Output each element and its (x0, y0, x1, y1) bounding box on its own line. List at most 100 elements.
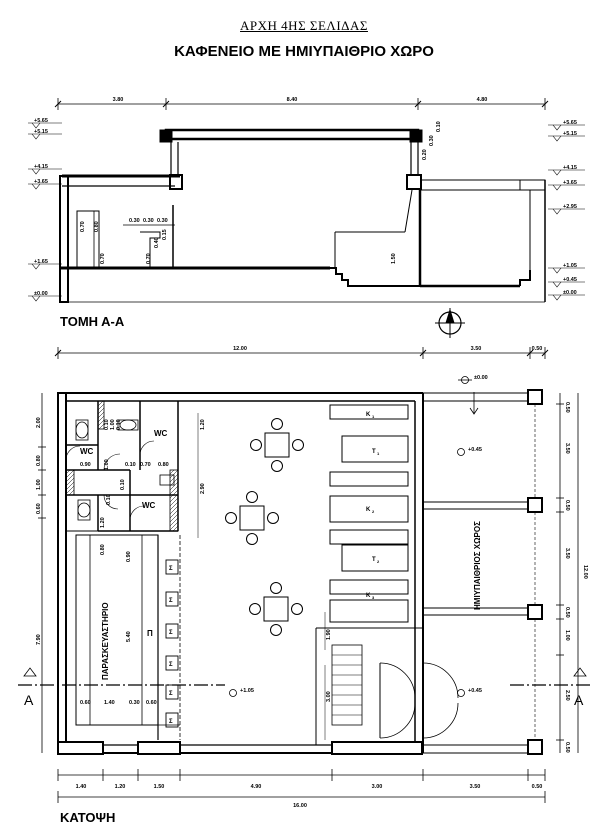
section-inner-dim: 1.50 (391, 253, 397, 264)
level-right-4: +3.65 (563, 180, 577, 186)
plan-inner-dim: 0.90 (126, 551, 132, 562)
section-mark-right: Α (574, 692, 584, 708)
section-inner-dim: 0.15 (162, 229, 168, 240)
level-right-1: +5.65 (563, 120, 577, 126)
fridge-label: Σ (169, 719, 173, 725)
room-outdoor: ΗΜΙΥΠΑΙΘΡΙΟΣ ΧΩΡΟΣ (473, 521, 482, 610)
plan-dim-bottom-7: 0.50 (532, 784, 543, 790)
north-arrow-icon (435, 308, 465, 338)
section-mark-left: Α (24, 692, 34, 708)
room-wc-2: WC (80, 447, 94, 456)
bench-sub: 3 (372, 595, 375, 600)
fridge-label: Σ (169, 630, 173, 636)
plan-dim-right-6: 1.00 (564, 630, 570, 641)
section-dim-3: 4.80 (477, 97, 488, 103)
level-left-5: +1.65 (34, 259, 48, 265)
level-right-2: +5.15 (563, 131, 577, 137)
table-sub: 2 (377, 559, 380, 564)
level-right-5: +2.95 (563, 204, 577, 210)
roof-slab (164, 128, 420, 141)
bench-label: K (366, 507, 371, 513)
plan-dim-right-4: 3.50 (564, 548, 570, 559)
plan-dim-bottom-5: 3.00 (372, 784, 383, 790)
level-left-1: +5.65 (34, 118, 48, 124)
plan-inner-dim: 0.90 (80, 462, 91, 468)
fridge-label: Σ (169, 691, 173, 697)
section-inner-dim: 0.70 (80, 221, 86, 232)
plan-inner-dim: 1.20 (100, 517, 106, 528)
plan-inner-dim: 0.10 (104, 419, 110, 430)
level-right-8: ±0.00 (563, 290, 577, 296)
level-outdoor-low: +0.45 (468, 688, 482, 694)
plan-dim-right-total: 12.00 (582, 565, 588, 579)
plan-dim-right-7: 2.50 (564, 690, 570, 701)
room-wc-1: WC (154, 429, 168, 438)
plan-dim-bottom-1: 1.40 (76, 784, 87, 790)
plan-dim-right-5: 0.50 (564, 607, 570, 618)
plan-dim-bottom-6: 3.50 (470, 784, 481, 790)
fridge-label: Σ (169, 598, 173, 604)
section-drawing (28, 98, 585, 338)
table-label: T (372, 557, 376, 563)
plan-dim-total: 16.00 (293, 803, 307, 809)
fridge-label: Σ (169, 566, 173, 572)
plan-dim-left-4: 0.60 (36, 503, 42, 514)
section-inner-dim: 0.80 (94, 221, 100, 232)
plan-inner-dim: 1.40 (104, 700, 115, 706)
level-right-7: +0.45 (563, 277, 577, 283)
plan-dim-bottom-3: 1.50 (154, 784, 165, 790)
level-left-2: +5.15 (34, 129, 48, 135)
plan-inner-dim: 2.90 (200, 483, 206, 494)
plan-dim-left-1: 2.00 (36, 417, 42, 428)
plan-inner-dim: 0.10 (116, 419, 122, 430)
room-wc-3: WC (142, 501, 156, 510)
plan-dim-left-2: 0.80 (36, 455, 42, 466)
section-inner-dim: 0.30 (429, 135, 435, 146)
plan-inner-dim: 0.30 (129, 700, 140, 706)
plan-dim-top-1: 12.00 (233, 346, 247, 352)
plan-inner-dim: 0.10 (120, 479, 126, 490)
plan-inner-dim: 0.10 (106, 494, 112, 505)
plan-title: ΚΑΤΟΨΗ (60, 810, 116, 825)
plan-dim-right-3: 0.50 (564, 500, 570, 511)
plan-dim-top-2: 3.50 (471, 346, 482, 352)
section-inner-dim: 0.30 (143, 218, 154, 224)
section-inner-dim: 0.20 (422, 149, 428, 160)
plan-inner-dim: 0.60 (146, 700, 157, 706)
plan-dim-bottom-4: 4.90 (251, 784, 262, 790)
plan-dim-top-3: 0.50 (532, 346, 543, 352)
plan-dim-right-2: 3.50 (564, 443, 570, 454)
level-right-3: +4.15 (563, 165, 577, 171)
plan-inner-dim: 0.70 (140, 462, 151, 468)
section-inner-dim: 0.40 (154, 237, 160, 248)
drawing-title: ΚΑΦΕΝΕΙΟ ΜΕ ΗΜΙΥΠΑΙΘΡΙΟ ΧΩΡΟ (174, 43, 434, 60)
floor-plan (18, 347, 590, 803)
plan-dim-left-5: 7.90 (36, 634, 42, 645)
plan-inner-dim: 0.80 (158, 462, 169, 468)
section-dim-1: 3.80 (113, 97, 124, 103)
section-title: ΤΟΜΗ Α-Α (60, 314, 125, 329)
fridge-label: Σ (169, 662, 173, 668)
table-sub: 1 (377, 451, 380, 456)
bench-label: K (366, 412, 371, 418)
bench-sub: 2 (372, 509, 375, 514)
bench-label: K (366, 593, 371, 599)
counter-label: Π (147, 629, 153, 638)
level-right-6: +1.05 (563, 263, 577, 269)
plan-inner-dim: 5.40 (126, 631, 132, 642)
level-left-3: +4.15 (34, 164, 48, 170)
section-dim-2: 8.40 (287, 97, 298, 103)
plan-inner-dim: 0.60 (80, 700, 91, 706)
section-inner-dim: 0.10 (436, 121, 442, 132)
plan-dim-left-3: 1.00 (36, 479, 42, 490)
section-inner-dim: 0.70 (100, 253, 106, 264)
table-label: T (372, 449, 376, 455)
plan-inner-dim: 0.80 (100, 544, 106, 555)
plan-inner-dim: 0.10 (125, 462, 136, 468)
plan-inner-dim: 1.20 (200, 419, 206, 430)
plan-inner-dim: 3.00 (326, 691, 332, 702)
plan-dim-bottom-2: 1.20 (115, 784, 126, 790)
plan-dim-right-8: 0.50 (564, 742, 570, 753)
room-kitchen: ΠΑΡΑΣΚΕΥΑΣΤΗΡΙΟ (101, 602, 110, 680)
